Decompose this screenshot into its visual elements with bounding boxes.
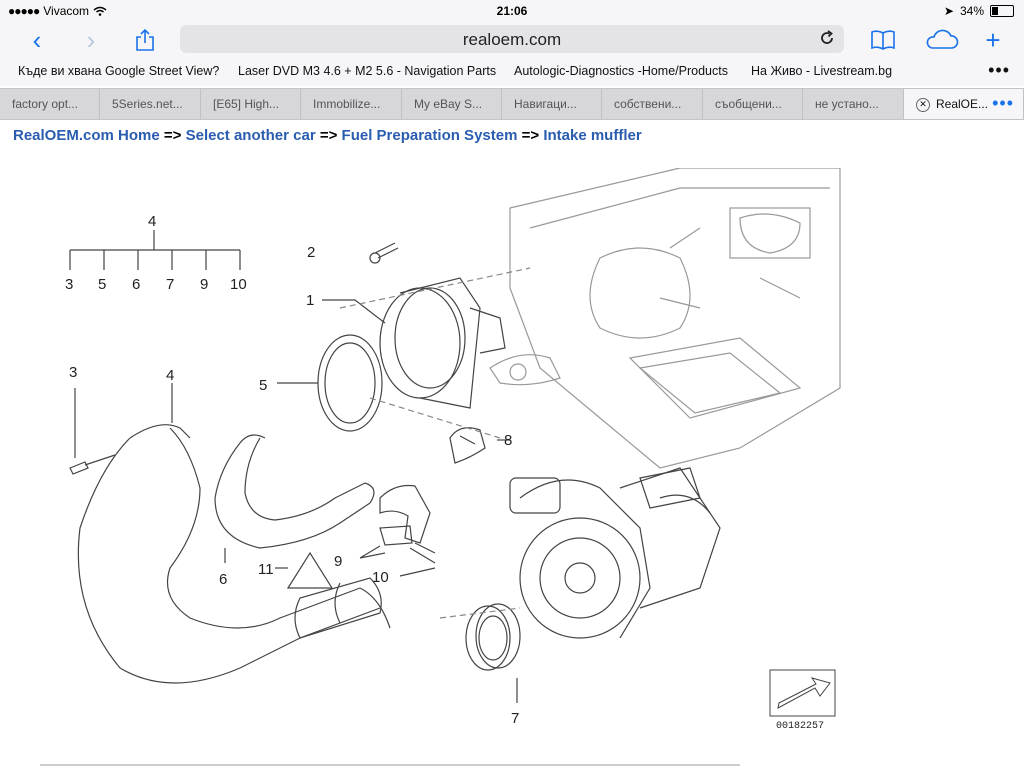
icloud-tabs-button[interactable]: [922, 26, 962, 54]
diagram-id-box: [769, 669, 836, 717]
carrier-label: Vivacom: [43, 4, 90, 18]
battery-icon: [990, 5, 1014, 17]
tab-item[interactable]: Immobilize...: [301, 89, 402, 119]
tab-active-label: RealOE...: [936, 97, 989, 111]
throttle-body-drawing: [379, 277, 506, 409]
browser-toolbar: ‹ › realoem.com +: [0, 22, 1024, 58]
bookmark-item[interactable]: Къде ви хвана Google Street View?: [18, 64, 220, 78]
breadcrumb-current-page[interactable]: Intake muffler: [543, 127, 642, 144]
bolt-drawing: [69, 454, 116, 475]
close-tab-icon[interactable]: ✕: [916, 97, 930, 112]
tab-item[interactable]: [E65] High...: [201, 89, 301, 119]
tab-item[interactable]: Навигаци...: [502, 89, 602, 119]
url-text: realoem.com: [462, 30, 562, 49]
bookmark-item[interactable]: Autologic-Diagnostics -Home/Products: [514, 64, 728, 78]
back-icon[interactable]: ‹: [32, 25, 42, 55]
bookmark-item[interactable]: Laser DVD M3 4.6 + M2 5.6 - Navigation P…: [238, 64, 497, 78]
address-bar[interactable]: realoem.com: [180, 25, 844, 53]
tree-child-number: 3: [65, 276, 73, 293]
tree-child-number: 5: [98, 276, 106, 293]
elbow-fitting-drawing: [379, 484, 436, 564]
callout-5[interactable]: 5: [259, 377, 267, 394]
callout-9[interactable]: 9: [334, 553, 342, 570]
signal-dots-icon: ●●●●●: [8, 4, 40, 18]
forward-icon[interactable]: ›: [86, 25, 96, 55]
breadcrumb-system-link[interactable]: Fuel Preparation System: [341, 127, 518, 144]
callout-6[interactable]: 6: [219, 571, 227, 588]
gasket-drawing: [317, 334, 383, 432]
bookmarks-button[interactable]: [868, 26, 898, 54]
callout-1[interactable]: 1: [306, 292, 314, 309]
turbocharger-drawing: [509, 467, 721, 639]
bolt-drawing: [369, 242, 399, 264]
tab-bar: factory opt... 5Series.net... [E65] High…: [0, 88, 1024, 120]
more-icon[interactable]: •••: [988, 60, 1010, 80]
callout-3[interactable]: 3: [69, 364, 77, 381]
divider: [40, 764, 740, 766]
tab-item[interactable]: 5Series.net...: [100, 89, 201, 119]
tree-child-number: 9: [200, 276, 208, 293]
callout-8[interactable]: 8: [504, 432, 512, 449]
breadcrumb-separator: =>: [319, 127, 338, 144]
battery-percent: 34%: [959, 4, 984, 18]
callout-4[interactable]: 4: [166, 367, 174, 384]
arrow-icon: [777, 677, 831, 709]
breadcrumb-separator: =>: [163, 127, 182, 144]
tree-child-number: 7: [166, 276, 174, 293]
tab-overflow-icon[interactable]: •••: [992, 93, 1014, 113]
breadcrumb-separator: =>: [521, 127, 540, 144]
cloud-icon: [926, 29, 959, 49]
reload-icon[interactable]: [818, 29, 836, 47]
parts-diagram: 4 3 5 6 7 9 10 1 2 3 4 5 6 7 8 9 10 11 0…: [65, 168, 841, 732]
tab-item[interactable]: собствени...: [602, 89, 703, 119]
callout-11[interactable]: 11: [258, 561, 274, 578]
tree-child-number: 6: [132, 276, 140, 293]
share-icon: [136, 28, 154, 51]
status-bar: ●●●●● Vivacom 21:06 ➤ 34%: [0, 0, 1024, 22]
assembly-tree-lines: [69, 230, 241, 270]
tab-item[interactable]: factory opt...: [0, 89, 100, 119]
tree-top-number: 4: [148, 213, 156, 230]
tab-item[interactable]: не устано...: [803, 89, 904, 119]
diagram-id: 00182257: [776, 721, 824, 732]
callout-7[interactable]: 7: [511, 710, 519, 727]
clock: 21:06: [496, 4, 528, 18]
engine-block-drawing: [489, 168, 841, 469]
tab-item[interactable]: съобщени...: [703, 89, 803, 119]
wifi-icon: [93, 6, 107, 16]
clamp-drawing: [449, 427, 486, 464]
tree-child-number: 10: [230, 276, 247, 293]
callout-10[interactable]: 10: [372, 569, 389, 586]
seal-ring-drawing: [465, 603, 521, 671]
hose-drawing: [214, 434, 375, 549]
book-icon: [871, 30, 895, 50]
bookmark-item[interactable]: На Живо - Livestream.bg: [751, 64, 893, 78]
new-tab-button[interactable]: +: [985, 25, 1001, 55]
location-arrow-icon: ➤: [943, 4, 954, 18]
intake-pipe-drawing: [77, 424, 391, 684]
callout-2[interactable]: 2: [307, 244, 315, 261]
breadcrumb-select-car-link[interactable]: Select another car: [185, 127, 316, 144]
share-button[interactable]: [130, 26, 160, 54]
breadcrumb-home-link[interactable]: RealOEM.com Home: [13, 127, 160, 144]
bookmarks-bar: Къде ви хвана Google Street View? Laser …: [0, 58, 1024, 86]
tab-item[interactable]: My eBay S...: [402, 89, 502, 119]
breadcrumb: RealOEM.com Home => Select another car =…: [13, 127, 642, 144]
